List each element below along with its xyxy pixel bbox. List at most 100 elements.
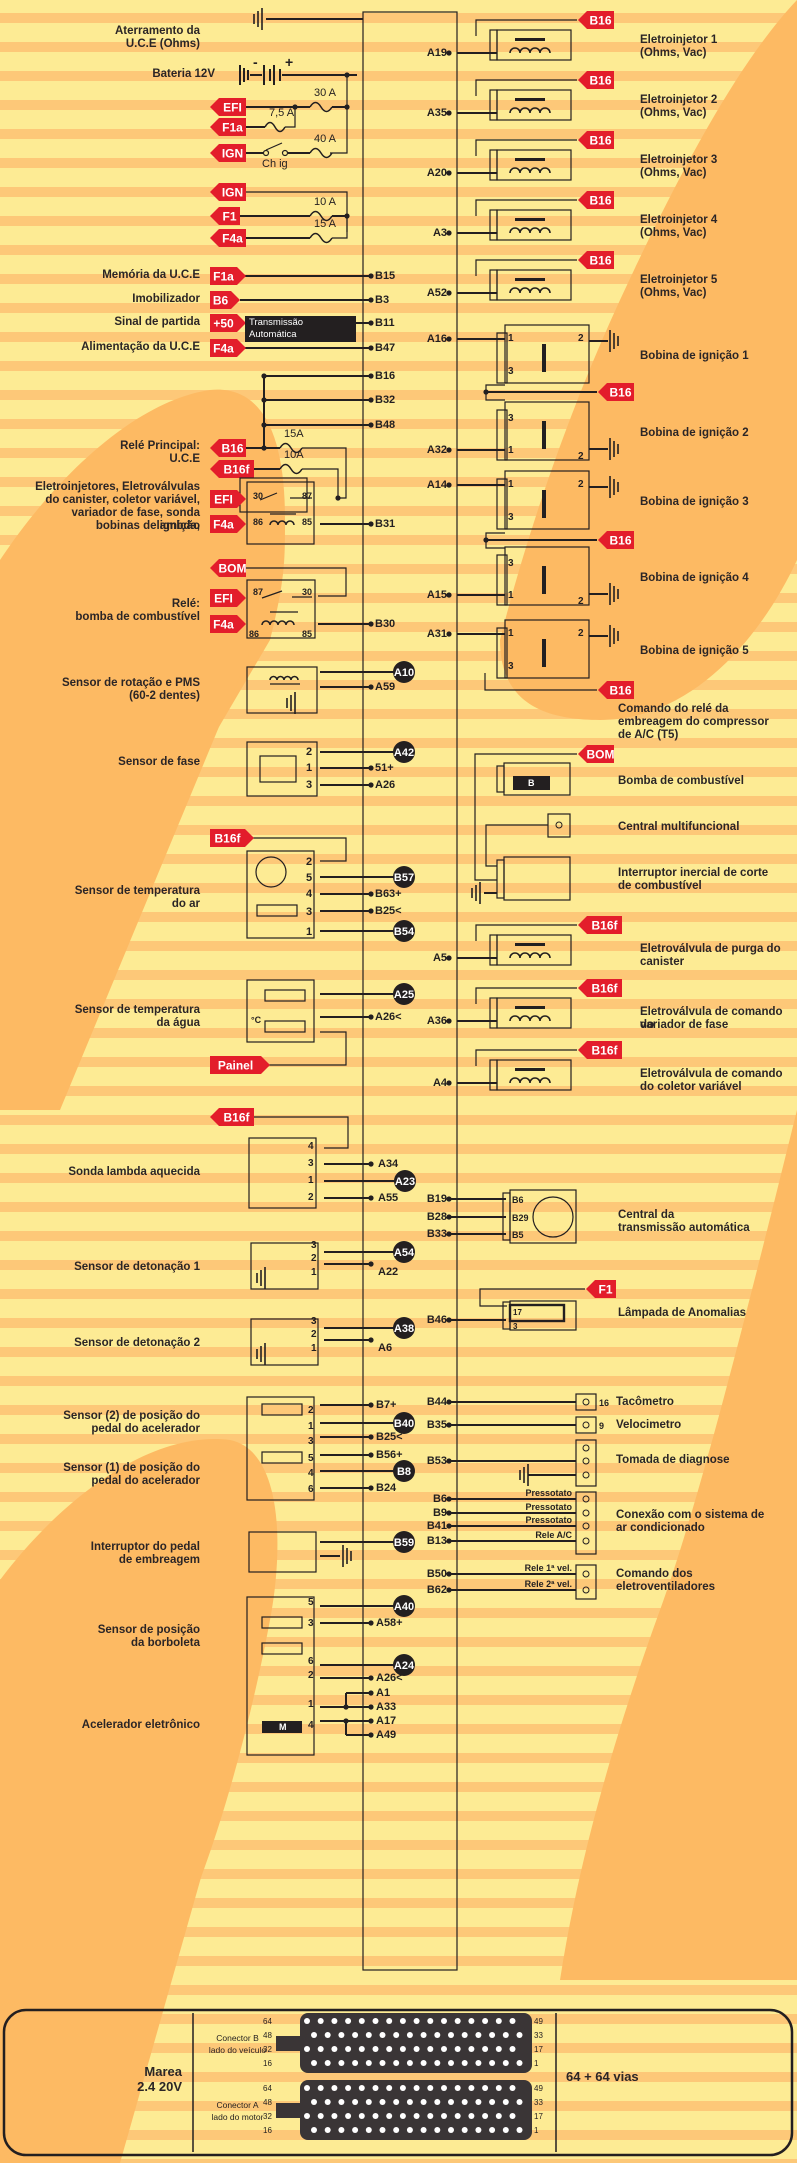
terminal-label: 4 bbox=[306, 888, 313, 900]
connector-pin-hole bbox=[489, 2032, 496, 2038]
ecu-pin-label: A14 bbox=[426, 479, 447, 491]
injector-sublabel: (Ohms, Vac) bbox=[640, 167, 707, 179]
connector-pin-hole bbox=[324, 2099, 331, 2105]
injector-label: Eletroinjetor 1 bbox=[640, 34, 718, 46]
fuse-icon bbox=[309, 210, 333, 222]
connector-pin-hole bbox=[406, 2032, 413, 2038]
terminal-label: 3 bbox=[508, 366, 514, 377]
tag-label: B16 bbox=[589, 134, 611, 148]
connector-pin-hole bbox=[379, 2032, 386, 2038]
fuse-tag: +50 bbox=[210, 314, 246, 332]
connector-pin-hole bbox=[454, 2018, 461, 2024]
connector-pin-hole bbox=[434, 2099, 441, 2105]
connector-pin-hole bbox=[461, 2127, 468, 2133]
connector-pin-hole bbox=[448, 2032, 454, 2038]
fuse-tag: EFI bbox=[210, 490, 246, 508]
junction-dot bbox=[446, 1496, 452, 1502]
vehicle-name: Marea bbox=[144, 2064, 182, 2079]
tag-label: B16 bbox=[589, 14, 611, 28]
junction-dot bbox=[344, 72, 350, 78]
connector-pin-hole bbox=[502, 2099, 509, 2105]
pump-connector bbox=[496, 765, 505, 793]
injector-core bbox=[515, 38, 545, 41]
fuse-tag: B16f bbox=[210, 829, 254, 847]
tag-shape bbox=[578, 131, 614, 149]
tag-shape bbox=[578, 745, 614, 763]
injector-box bbox=[496, 89, 572, 121]
terminal-label: 2 bbox=[308, 1405, 314, 1416]
transistor-icon bbox=[255, 856, 287, 888]
ecu-pin-label: B9 bbox=[432, 1507, 447, 1519]
tag-shape bbox=[578, 71, 614, 89]
fuse-icon bbox=[279, 442, 303, 454]
junction-dot bbox=[368, 891, 374, 897]
coil-icon bbox=[509, 167, 551, 174]
connector-pin-hole bbox=[509, 2046, 516, 2052]
junction-dot bbox=[446, 336, 452, 342]
terminal-label: 1 bbox=[311, 1267, 317, 1278]
connector-pin-hole bbox=[324, 2127, 331, 2133]
coil-connector bbox=[496, 332, 508, 384]
terminal-label: 1 bbox=[306, 926, 313, 938]
injector-connector bbox=[489, 209, 498, 241]
connector-pin-hole bbox=[468, 2113, 475, 2119]
fuse-tag: EFI bbox=[210, 98, 246, 116]
main-relay-loads-4: bobinas de ignição bbox=[95, 520, 200, 532]
terminal-label: 3 bbox=[306, 906, 313, 918]
connector-pin-hole bbox=[317, 2085, 324, 2091]
ecu-pin-label: B50 bbox=[426, 1568, 447, 1580]
connector-pin-hole bbox=[399, 2018, 406, 2024]
junction-dot bbox=[446, 1510, 452, 1516]
ac-clutch-label: embreagem do compressor bbox=[618, 716, 769, 728]
injector-label: Eletroinjetor 4 bbox=[640, 214, 718, 226]
tag-label: B16f bbox=[591, 1044, 618, 1058]
connector-pin-hole bbox=[495, 2046, 502, 2052]
fuse-tag: B16 bbox=[578, 251, 614, 269]
terminal-circle bbox=[582, 1586, 590, 1594]
terminal-label: 1 bbox=[508, 479, 514, 490]
tag-shape bbox=[210, 460, 254, 478]
terminal-label: 3 bbox=[308, 1436, 314, 1447]
terminal-label: 2 bbox=[308, 1670, 314, 1681]
fuse-tag: B16f bbox=[578, 916, 622, 934]
junction-dot bbox=[368, 521, 374, 527]
coil-core bbox=[542, 490, 546, 518]
ecu-pin-label: A15 bbox=[426, 589, 447, 601]
ecu-pin-label: A4 bbox=[432, 1077, 447, 1089]
tag-shape bbox=[210, 144, 246, 162]
injector-core bbox=[515, 218, 545, 221]
junction-dot bbox=[368, 1337, 374, 1343]
tag-label: F1 bbox=[598, 1283, 612, 1297]
tag-shape bbox=[578, 916, 622, 934]
badge-circle bbox=[393, 661, 415, 683]
sensor-label: da água bbox=[156, 1017, 200, 1029]
junction-dot bbox=[368, 297, 374, 303]
wire bbox=[245, 1031, 347, 1066]
coil-icon bbox=[509, 287, 551, 294]
junction-dot bbox=[483, 389, 489, 395]
coil-connector bbox=[496, 554, 508, 606]
wire bbox=[475, 259, 577, 276]
pin-label: A58+ bbox=[376, 1617, 403, 1629]
tag-shape bbox=[210, 515, 246, 533]
valve-label: Eletroválvula de comando do bbox=[640, 1006, 783, 1031]
connector-pin-hole bbox=[475, 2060, 482, 2066]
connector-pin-hole bbox=[365, 2032, 372, 2038]
pump-relay-box bbox=[246, 579, 316, 639]
connector-pin-hole bbox=[502, 2127, 509, 2133]
junction-dot bbox=[368, 1434, 374, 1440]
pin-number-right: 17 bbox=[534, 2112, 543, 2121]
pin-number-left: 16 bbox=[263, 2126, 272, 2135]
connector-pin-hole bbox=[441, 2018, 447, 2024]
junction-dot bbox=[446, 482, 452, 488]
battery-plus: + bbox=[285, 54, 294, 70]
pump-relay-label: Relé: bbox=[171, 598, 200, 610]
junction-dot bbox=[446, 1018, 452, 1024]
junction-dot bbox=[368, 1161, 374, 1167]
badge-label: A54 bbox=[394, 1247, 415, 1259]
badge-circle bbox=[393, 1241, 415, 1263]
terminal-label: 3 bbox=[508, 512, 514, 523]
transmission-connector bbox=[502, 1192, 511, 1241]
main-relay-loads-2: do canister, coletor variável, bbox=[45, 494, 200, 506]
ecu-pin-label: B19 bbox=[426, 1193, 447, 1205]
